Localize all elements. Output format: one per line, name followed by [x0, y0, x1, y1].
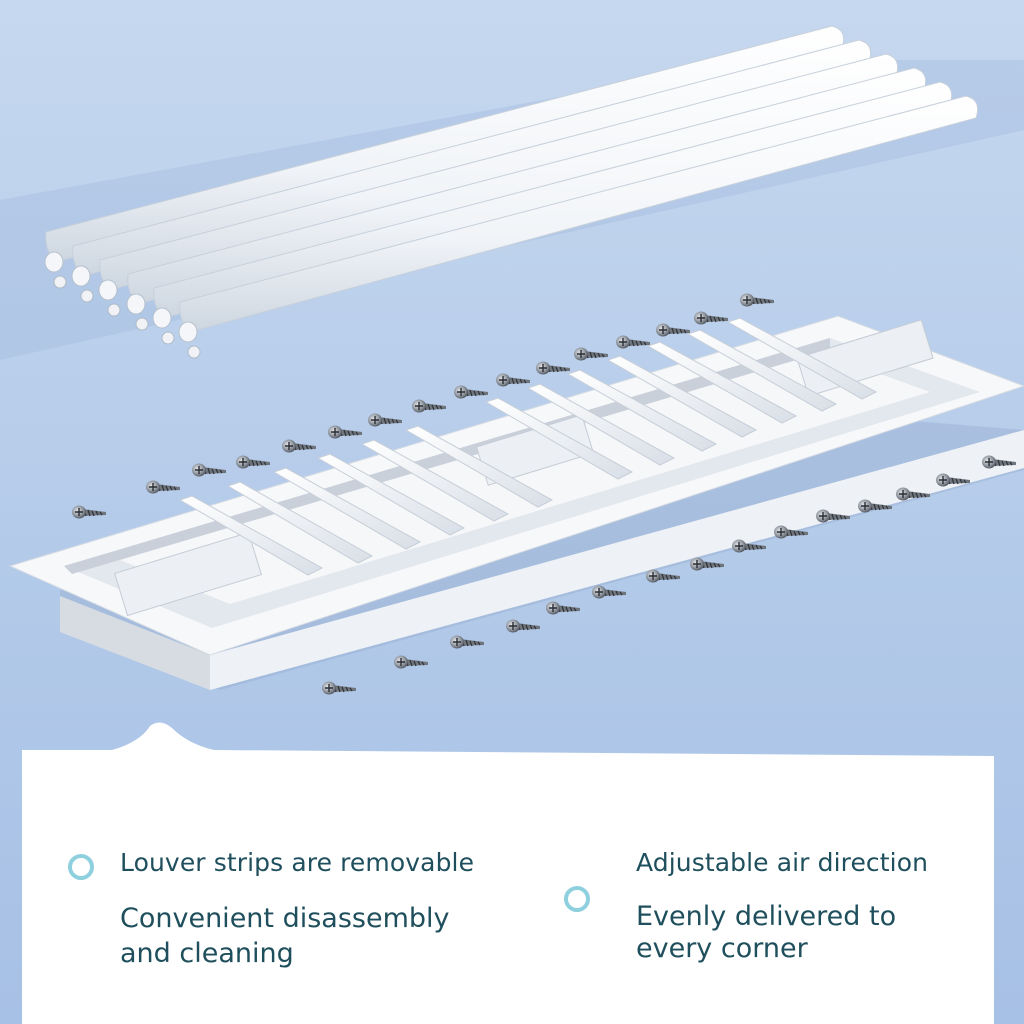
feature-line-1: Evenly delivered to [636, 901, 897, 932]
feature-panel-bg [22, 722, 994, 1024]
feature-removable-strips: Louver strips are removable Convenient d… [22, 730, 502, 1024]
feature-line-1: Convenient disassembly [120, 903, 450, 934]
feature-title: Adjustable air direction [636, 848, 929, 877]
feature-line-2: and cleaning [120, 938, 294, 969]
feature-title: Louver strips are removable [120, 848, 475, 877]
circle-ring-icon [68, 854, 94, 880]
feature-line-2: every corner [636, 933, 808, 964]
circle-ring-icon [564, 886, 590, 912]
louver-strips [44, 25, 979, 359]
louver-slats [178, 317, 878, 576]
feature-air-direction: Adjustable air direction Evenly delivere… [542, 730, 994, 1024]
feature-panel: Louver strips are removable Convenient d… [22, 730, 994, 1024]
